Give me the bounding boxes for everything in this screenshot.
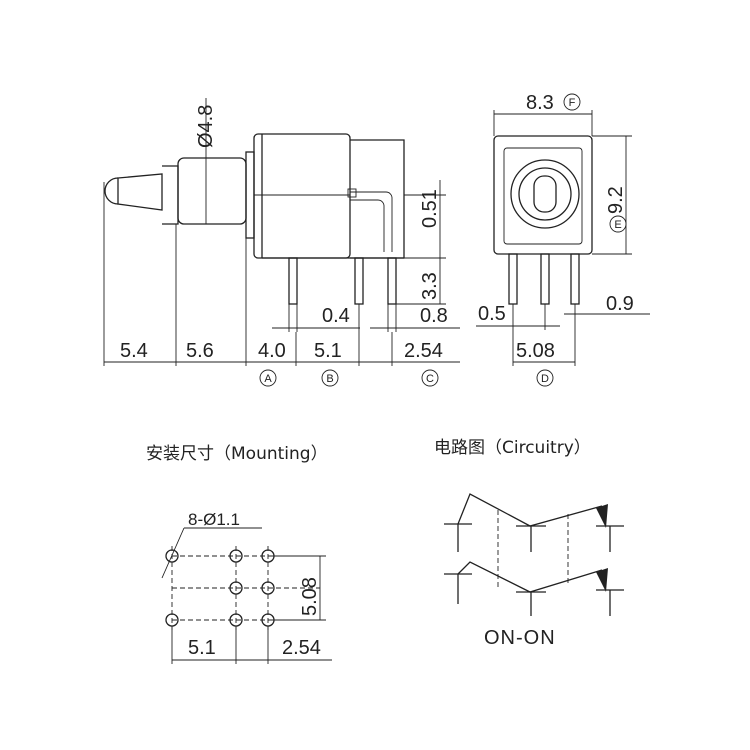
hole-spec: 8-Ø1.1 bbox=[188, 510, 240, 529]
ref-circle-c bbox=[421, 369, 439, 387]
dim-pin-left: 0.5 bbox=[478, 303, 506, 325]
contact-arrow-2 bbox=[596, 568, 608, 592]
flange bbox=[245, 151, 255, 239]
dim-pin-len: 3.3 bbox=[419, 272, 441, 300]
pin-a bbox=[288, 257, 298, 305]
front-body bbox=[493, 135, 593, 255]
dim-pitch: 5.08 bbox=[516, 340, 555, 362]
hole-leader bbox=[161, 527, 185, 579]
lever-front bbox=[533, 175, 557, 213]
ref-circle-a bbox=[259, 369, 277, 387]
ref-c: C bbox=[426, 373, 434, 385]
actuator-pole-1 bbox=[457, 493, 603, 527]
ref-d: D bbox=[541, 373, 549, 385]
mount-hole bbox=[229, 549, 243, 563]
dim-pin-offset: 0.51 bbox=[419, 189, 441, 228]
side-view: Ø4.8 0.51 3.3 0.4 0.8 5.4 5.6 4.0 5.1 2.… bbox=[103, 98, 460, 387]
ref-circle-b bbox=[321, 369, 339, 387]
dim-pin-w-left: 0.4 bbox=[322, 305, 350, 327]
dim-40: 4.0 bbox=[258, 340, 286, 362]
front-pin-2 bbox=[540, 253, 550, 305]
dim-mount-left: 5.1 bbox=[188, 637, 216, 659]
actuator-pole-2 bbox=[457, 561, 603, 593]
bushing-inner bbox=[518, 167, 572, 221]
contact-arrow-1 bbox=[596, 504, 608, 528]
front-view: 8.3 F 9.2 E 0.5 0.9 5.08 D bbox=[476, 92, 650, 387]
dim-254: 2.54 bbox=[404, 340, 443, 362]
ref-f: F bbox=[569, 97, 576, 109]
pin-c bbox=[387, 257, 397, 305]
dim-56: 5.6 bbox=[186, 340, 214, 362]
terminal-bend-inner bbox=[350, 199, 385, 252]
circuit-title: 电路图（Circuitry） bbox=[434, 438, 591, 458]
ref-e: E bbox=[614, 219, 621, 231]
dim-54: 5.4 bbox=[120, 340, 148, 362]
lever-collar bbox=[162, 165, 179, 225]
mount-hole bbox=[165, 549, 179, 563]
dim-51: 5.1 bbox=[314, 340, 342, 362]
front-inner bbox=[503, 147, 583, 245]
terminal-bend bbox=[350, 191, 393, 252]
ref-a: A bbox=[264, 373, 272, 385]
switch-body bbox=[253, 133, 351, 259]
lever-tip bbox=[104, 177, 119, 205]
ref-b: B bbox=[326, 373, 333, 385]
front-pin-1 bbox=[508, 253, 518, 305]
dim-shaft-dia: Ø4.8 bbox=[195, 105, 217, 148]
mount-hole bbox=[261, 581, 275, 595]
front-pin-3 bbox=[570, 253, 580, 305]
bushing-outer bbox=[510, 159, 580, 229]
ref-circle-d bbox=[536, 369, 554, 387]
terminal-tab bbox=[347, 188, 357, 198]
dim-mount-right: 2.54 bbox=[282, 637, 321, 659]
bushing bbox=[177, 157, 247, 225]
dim-height: 9.2 bbox=[605, 186, 627, 214]
ref-circle-f bbox=[563, 93, 581, 111]
toggle-lever bbox=[117, 173, 163, 211]
circuit-label: ON-ON bbox=[484, 627, 556, 649]
pin-b bbox=[354, 257, 364, 305]
dim-mount-vertical: 5.08 bbox=[299, 577, 321, 616]
terminal-housing bbox=[350, 139, 405, 259]
mounting-diagram: 8-Ø1.1 5.08 5.1 2.54 bbox=[161, 510, 332, 664]
circuit-diagram: ON-ON bbox=[444, 493, 624, 649]
dim-pin-w-right: 0.8 bbox=[420, 305, 448, 327]
mount-hole bbox=[229, 581, 243, 595]
ref-circle-e bbox=[609, 215, 627, 233]
dim-pin-right: 0.9 bbox=[606, 293, 634, 315]
mounting-title: 安装尺寸（Mounting） bbox=[146, 444, 328, 464]
dim-width: 8.3 bbox=[526, 92, 554, 114]
